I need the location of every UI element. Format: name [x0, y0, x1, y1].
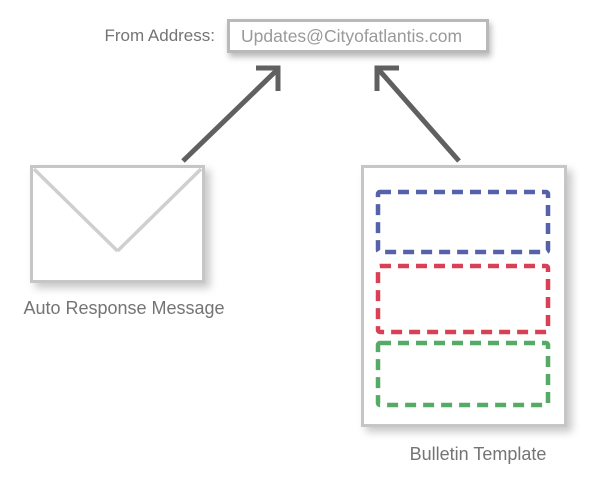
auto-response-message-label: Auto Response Message — [23, 298, 225, 318]
arrow-head — [256, 65, 281, 91]
arrow-up-right-icon — [181, 65, 281, 163]
arrow-up-left-icon — [374, 65, 461, 163]
bulletin-template-label: Bulletin Template — [409, 444, 547, 464]
template-section-red — [375, 263, 551, 335]
from-address-label: From Address: — [104, 26, 215, 45]
arrow-shaft — [377, 68, 461, 163]
arrow-head — [374, 65, 399, 91]
from-address-input[interactable] — [230, 22, 497, 50]
bulletin-template-page — [361, 165, 567, 427]
arrow-shaft — [181, 68, 279, 163]
template-section-green — [375, 340, 551, 408]
from-address-field[interactable] — [227, 19, 497, 53]
template-section-blue — [375, 189, 551, 255]
envelope-icon — [30, 165, 205, 283]
bulletin-template-sections — [375, 189, 551, 408]
envelope-flap-lines — [33, 168, 202, 253]
envelope-flap — [33, 168, 202, 253]
